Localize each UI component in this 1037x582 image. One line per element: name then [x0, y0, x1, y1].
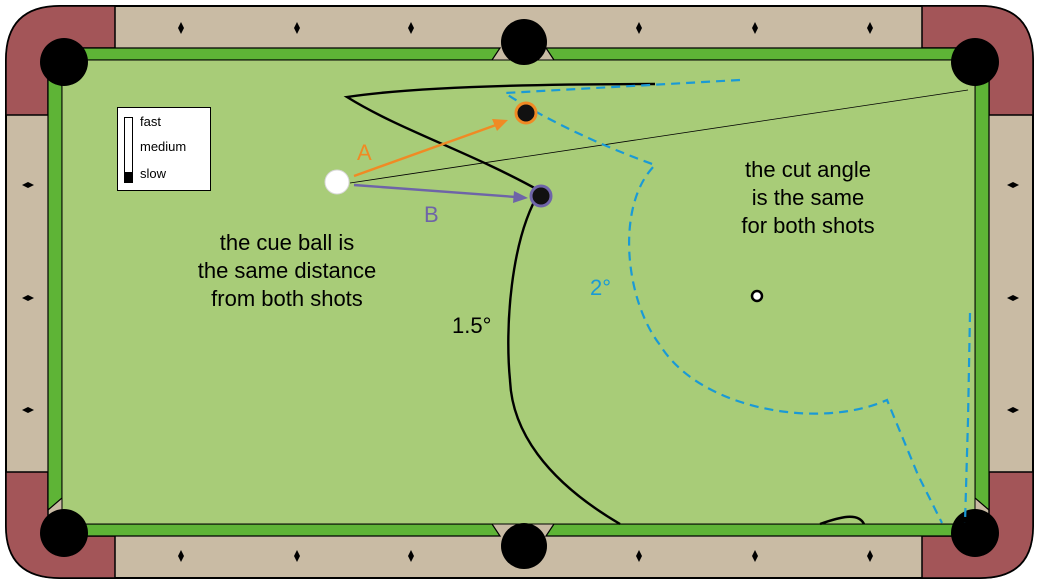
- svg-text:the cue ball is: the cue ball is: [220, 230, 355, 255]
- legend-medium: medium: [140, 139, 187, 154]
- pocket-bottom-middle: [501, 523, 547, 569]
- cue-ball-note: the cue ball is the same distance from b…: [198, 230, 377, 311]
- felt-surface: [61, 59, 976, 525]
- svg-text:for both shots: for both shots: [741, 213, 874, 238]
- legend-slow: slow: [140, 166, 167, 181]
- aim-line: [349, 89, 969, 184]
- label-angle-solid: 1.5°: [452, 313, 491, 338]
- speed-level-bar: [124, 117, 133, 183]
- pocket-bottom-left: [40, 509, 88, 557]
- svg-text:from both shots: from both shots: [211, 286, 363, 311]
- shot-a-arrow: [353, 119, 508, 178]
- pocket-top-left: [40, 38, 88, 86]
- svg-text:the cut angle: the cut angle: [745, 157, 871, 182]
- object-ball-a: [514, 101, 538, 125]
- label-shot-b: B: [424, 202, 439, 227]
- rail-diamonds: [22, 22, 1019, 562]
- svg-text:the same distance: the same distance: [198, 258, 377, 283]
- pocket-top-right: [951, 38, 999, 86]
- speed-level-fill: [125, 172, 132, 182]
- legend-fast: fast: [140, 114, 161, 129]
- label-shot-a: A: [357, 140, 372, 165]
- object-ball-b: [529, 184, 553, 208]
- cushions: [47, 47, 990, 537]
- svg-text:is the same: is the same: [752, 185, 865, 210]
- speed-legend: fast medium slow: [117, 107, 211, 191]
- dashed-angle-boundary: [501, 78, 972, 524]
- pockets: [40, 19, 999, 569]
- pocket-top-middle: [501, 19, 547, 65]
- cue-ball: [324, 169, 350, 195]
- pocket-bottom-right: [951, 509, 999, 557]
- shot-b-arrow: [353, 183, 528, 203]
- solid-angle-boundary: [343, 82, 866, 526]
- cut-angle-note: the cut angle is the same for both shots: [741, 157, 874, 238]
- label-angle-dashed: 2°: [590, 275, 611, 300]
- center-spot: [750, 289, 764, 303]
